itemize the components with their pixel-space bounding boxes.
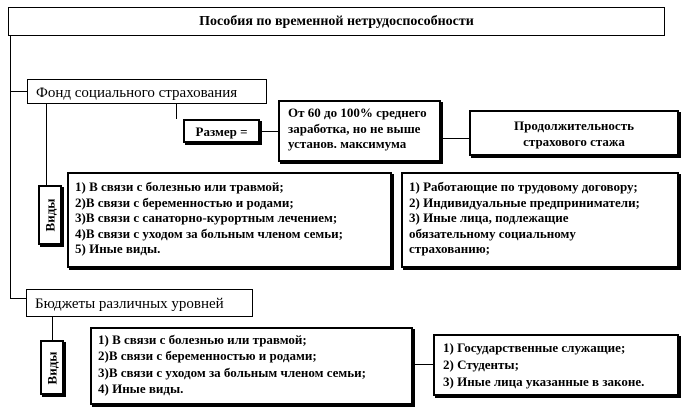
budget-recipients-list: 1) Государственные служащие; 2) Студенты… (443, 340, 644, 391)
budget-label: Бюджеты различных уровней (35, 296, 224, 312)
connector-budget (10, 298, 26, 299)
list-item: 2) Студенты; (443, 356, 519, 372)
size-to-value-line (260, 131, 278, 132)
fss-types-list: 1) В связи с болезнью или травмой; 2)В с… (75, 179, 343, 257)
list-item: 3) Иные лица, подлежащие (409, 210, 569, 226)
duration-line: страхового стажа (523, 133, 625, 149)
fss-drop-line (46, 103, 47, 185)
value-to-duration-line (441, 138, 469, 139)
list-item: 2)В связи с беременностью и родами; (98, 348, 317, 364)
size-value-box: От 60 до 100% среднего заработка, но не … (278, 100, 441, 162)
list-item: 1) В связи с болезнью или травмой; (75, 179, 284, 194)
budget-types-label-box: Виды (40, 340, 64, 395)
list-item: 2) Индивидуальные предприниматели; (409, 194, 640, 210)
list-item: 4) Иные виды. (98, 381, 184, 397)
budget-drop-line (52, 317, 53, 340)
size-value-line: установ. максимума (288, 136, 407, 152)
list-item: 3) Иные лица указанные в законе. (443, 373, 645, 389)
size-label-box: Размер = (183, 119, 260, 143)
list-item: 1) В связи с болезнью или травмой; (98, 332, 307, 347)
size-value-text: От 60 до 100% среднего заработка, но не … (288, 105, 427, 152)
list-item: 1) Государственные служащие; (443, 340, 626, 355)
connector-fss (10, 91, 27, 92)
budget-types-box: 1) В связи с болезнью или травмой; 2)В с… (90, 327, 413, 405)
size-label: Размер = (195, 124, 248, 139)
duration-line: Продолжительность (514, 118, 634, 133)
budget-recipients-box: 1) Государственные служащие; 2) Студенты… (433, 334, 679, 396)
budget-types-list: 1) В связи с болезнью или травмой; 2)В с… (98, 332, 366, 398)
list-item: 1) Работающие по трудовому договору; (409, 179, 638, 194)
list-item: 3)В связи с уходом за больным членом сем… (98, 364, 366, 380)
page-title: Пособия по временной нетрудоспособности (199, 14, 474, 29)
fss-label-box: Фонд социального страхования (27, 79, 267, 104)
list-item: 3)В связи с санаторно-курортным лечением… (75, 210, 338, 226)
page-title-box: Пособия по временной нетрудоспособности (8, 7, 665, 36)
budget-types-label: Виды (44, 351, 60, 384)
fss-types-label-box: Виды (38, 185, 62, 245)
list-item: 4)В связи с уходом за больным членом сем… (75, 225, 343, 241)
budget-label-box: Бюджеты различных уровней (26, 289, 253, 317)
duration-text: Продолжительность страхового стажа (471, 118, 677, 149)
fss-recipients-box: 1) Работающие по трудовому договору; 2) … (401, 172, 679, 268)
list-item: 5) Иные виды. (75, 241, 161, 257)
duration-box: Продолжительность страхового стажа (469, 110, 679, 156)
fss-types-box: 1) В связи с болезнью или травмой; 2)В с… (67, 172, 392, 268)
fss-types-label: Виды (42, 198, 58, 232)
size-value-line: От 60 до 100% среднего (288, 105, 427, 120)
list-item: страхованию; (409, 241, 490, 257)
budget-types-to-recipients-line (413, 364, 433, 365)
size-value-line: заработка, но не выше (288, 120, 421, 136)
fss-label: Фонд социального страхования (36, 85, 238, 101)
list-item: обязательному социальному (409, 225, 576, 241)
fss-recipients-list: 1) Работающие по трудовому договору; 2) … (409, 179, 640, 257)
trunk-line (10, 35, 11, 299)
list-item: 2)В связи с беременностью и родами; (75, 194, 294, 210)
fss-size-branch (176, 103, 177, 119)
